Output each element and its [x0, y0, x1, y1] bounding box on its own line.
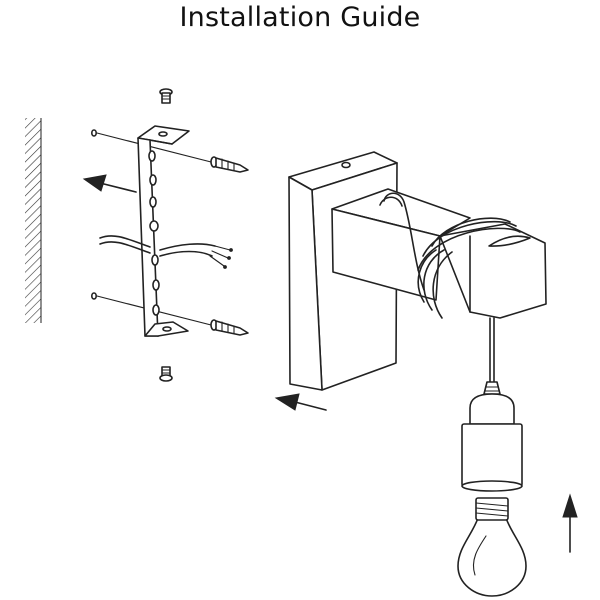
light-bulb	[457, 497, 527, 597]
socket-cable	[483, 317, 501, 395]
lamp-body	[288, 151, 547, 391]
wall	[25, 118, 42, 323]
direction-arrow-body	[274, 393, 327, 411]
direction-arrow-left	[82, 174, 137, 193]
page-title: Installation Guide	[179, 2, 421, 33]
bracket-screw-bottom	[159, 366, 173, 382]
bracket-screw-top	[159, 88, 173, 104]
wall-screw-bottom	[210, 319, 249, 336]
wall-screw-top	[210, 156, 249, 173]
power-cable	[99, 235, 233, 269]
lamp-socket	[461, 393, 523, 492]
direction-arrow-up	[562, 493, 578, 553]
mounting-bracket	[137, 125, 190, 337]
